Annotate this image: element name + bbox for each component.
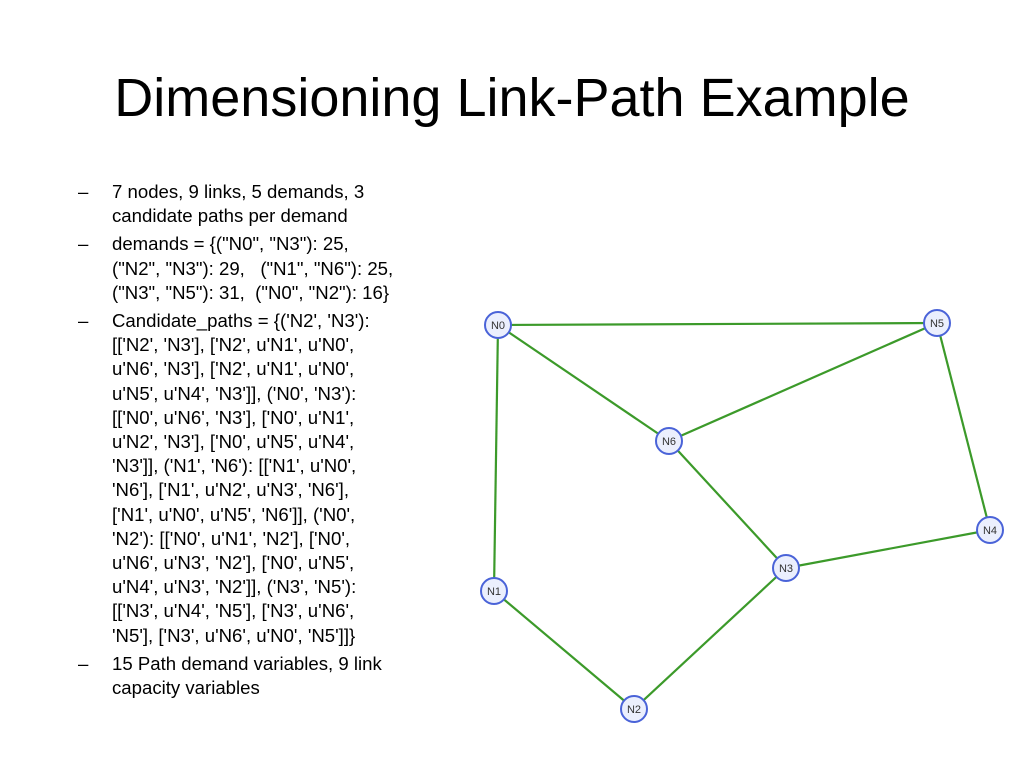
bullet-line: 'N5'], ['N3', u'N6', u'N0', 'N5']]} (112, 624, 356, 646)
edge-n0-n5 (497, 321, 938, 327)
bullet-list: – 7 nodes, 9 links, 5 demands, 3 candida… (78, 180, 478, 704)
bullet-line: [['N3', u'N4', 'N5'], ['N3', u'N6', (112, 600, 355, 622)
bullet-line: demands = {("N0", "N3"): 25, (112, 233, 349, 255)
node-circle (923, 309, 951, 337)
edge-n0-n6 (497, 324, 670, 442)
bullet-dash: – (78, 310, 89, 332)
bullet-line: 15 Path demand variables, 9 link (112, 652, 382, 674)
node-label: N1 (487, 586, 501, 598)
node-n2: N2 (620, 695, 648, 723)
node-label: N0 (491, 320, 505, 332)
edge-layer (492, 321, 992, 710)
node-circle (484, 311, 512, 339)
bullet-line: u'N5', u'N4', 'N3']], ('N0', 'N3'): (112, 382, 357, 404)
edge-n5-n4 (935, 322, 992, 531)
bullet-line: Candidate_paths = {('N2', 'N3'): (112, 310, 370, 332)
node-circle (976, 516, 1004, 544)
node-n5: N5 (923, 309, 951, 337)
bullet-line: ['N1', u'N0', u'N5', 'N6']], ('N0', (112, 503, 356, 525)
bullet-item-variables: – 15 Path demand variables, 9 link capac… (78, 652, 478, 700)
node-n1: N1 (480, 577, 508, 605)
bullet-line: u'N2', 'N3'], ['N0', u'N5', u'N4', (112, 431, 355, 453)
bullet-line: 'N3']], ('N1', 'N6'): [['N1', u'N0', (112, 455, 357, 477)
node-label: N5 (930, 318, 944, 330)
node-label: N3 (779, 563, 793, 575)
bullet-line: 7 nodes, 9 links, 5 demands, 3 (112, 181, 365, 202)
bullet-line: ("N2", "N3"): 29, ("N1", "N6"): 25, (112, 257, 394, 279)
edge-n0-n1 (492, 324, 500, 592)
node-n3: N3 (772, 554, 800, 582)
node-label: N6 (662, 436, 676, 448)
bullet-line: ("N3", "N5"): 31, ("N0", "N2"): 16} (112, 281, 390, 303)
node-circle (620, 695, 648, 723)
bullet-line: [['N2', 'N3'], ['N2', u'N1', u'N0', (112, 334, 355, 356)
bullet-line: u'N6', u'N3', 'N2'], ['N0', u'N5', (112, 552, 355, 574)
node-circle (480, 577, 508, 605)
slide-title: Dimensioning Link-Path Example (114, 68, 910, 128)
node-n0: N0 (484, 311, 512, 339)
node-label: N2 (627, 704, 641, 716)
node-n4: N4 (976, 516, 1004, 544)
bullet-item-demands: – demands = {("N0", "N3"): 25, ("N2", "N… (78, 232, 478, 305)
edge-n3-n2 (633, 567, 787, 710)
node-circle (655, 427, 683, 455)
bullet-line: [['N0', u'N6', 'N3'], ['N0', u'N1', (112, 406, 355, 428)
bullet-line: 'N6'], ['N1', u'N2', u'N3', 'N6'], (112, 479, 350, 501)
edge-n3-n4 (785, 528, 991, 570)
bullet-item-candidate-paths: – Candidate_paths = {('N2', 'N3'): [['N2… (78, 309, 478, 648)
edge-n6-n3 (668, 440, 787, 569)
bullet-dash: – (78, 233, 89, 255)
node-label: N4 (983, 525, 997, 537)
bullet-line: u'N4', u'N3', 'N2']], ('N3', 'N5'): (112, 576, 357, 598)
bullet-line: 'N2'): [['N0', u'N1', 'N2'], ['N0', (112, 527, 351, 549)
bullet-line: capacity variables (112, 677, 260, 699)
node-circle (772, 554, 800, 582)
edge-n5-n6 (668, 321, 938, 443)
bullet-line: candidate paths per demand (112, 205, 348, 227)
edge-n1-n2 (493, 590, 635, 710)
bullet-line: u'N6', 'N3'], ['N2', u'N1', u'N0', (112, 358, 355, 380)
bullet-dash: – (78, 652, 89, 674)
node-n6: N6 (655, 427, 683, 455)
bullet-item-summary: – 7 nodes, 9 links, 5 demands, 3 candida… (78, 180, 478, 228)
bullet-dash: – (78, 181, 89, 202)
